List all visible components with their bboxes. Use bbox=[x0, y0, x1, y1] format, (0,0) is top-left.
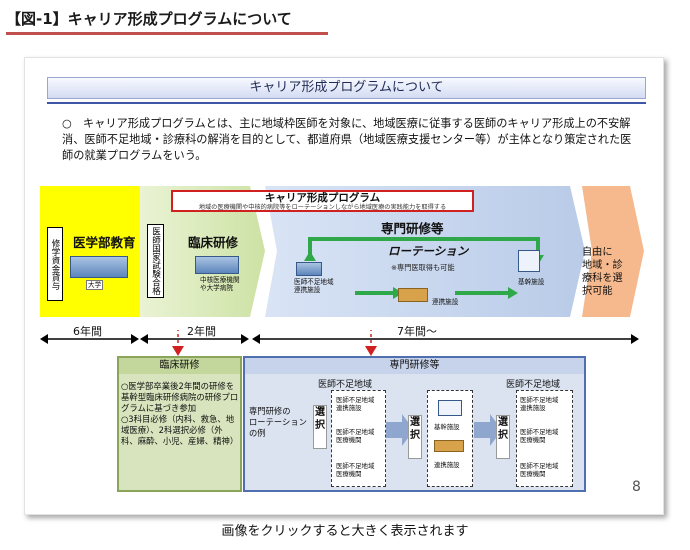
area-label-1: 医師不足地域 bbox=[318, 380, 373, 390]
arrow-right-icon-1 bbox=[386, 414, 414, 446]
rotation-core-facility-label: 基幹施設 bbox=[518, 278, 545, 286]
slide-page-number: 8 bbox=[632, 479, 641, 495]
c2-partner-facility: 連携施設 bbox=[434, 461, 460, 469]
university-building-icon bbox=[70, 256, 128, 278]
duration-clinical: 2年間 bbox=[187, 325, 216, 338]
slide-title-rule bbox=[47, 102, 646, 104]
shortage-facility-icon bbox=[296, 262, 322, 276]
clinical-detail-heading: 臨床研修 bbox=[119, 358, 240, 374]
select-label-3: 選 択 bbox=[496, 415, 510, 459]
clinical-training-label: 臨床研修 bbox=[188, 235, 239, 250]
career-program-box: キャリア形成プログラム 地域の医療機関や中核的病院等をローテーションしながら地域… bbox=[171, 190, 474, 212]
medical-school-label: 医学部教育 bbox=[73, 235, 136, 250]
rotation-label: ローテーション bbox=[388, 244, 469, 258]
stage-free-band bbox=[582, 186, 644, 317]
partner-facility-icon-2 bbox=[434, 440, 464, 452]
core-facility-icon bbox=[518, 250, 540, 272]
university-label: 大学 bbox=[86, 280, 104, 290]
arrow-right-icon-2 bbox=[474, 414, 502, 446]
rotation-shortage-facility-label: 医師不足地域 連携施設 bbox=[294, 278, 334, 294]
option-group-1 bbox=[331, 390, 386, 487]
scholarship-label: 修学資金貸与 bbox=[47, 227, 63, 301]
specialist-detail-heading: 専門研修等 bbox=[245, 358, 584, 374]
c3-shortage-institution-1: 医師不足地域 医療機関 bbox=[520, 428, 559, 444]
clinical-detail-body: ○医学部卒業後2年間の研修を基幹型臨床研修病院の研修プログラムに基づき参加 ○3… bbox=[121, 381, 239, 446]
career-program-title: キャリア形成プログラム bbox=[264, 192, 381, 204]
c3-shortage-facility: 医師不足地域 連携施設 bbox=[520, 396, 559, 412]
select-label-1: 選 択 bbox=[313, 405, 327, 449]
duration-school: 6年間 bbox=[73, 325, 102, 338]
rotation-example-label: 専門研修の ローテーション の例 bbox=[249, 406, 307, 438]
rotation-partner-facility-label: 連携施設 bbox=[432, 298, 459, 306]
free-choice-text: 自由に 地域・診 療科を選 択可能 bbox=[582, 247, 623, 297]
page-heading: 【図-1】キャリア形成プログラムについて bbox=[6, 10, 292, 28]
area-label-2: 医師不足地域 bbox=[506, 380, 561, 390]
c1-shortage-facility: 医師不足地域 連携施設 bbox=[336, 396, 375, 412]
specialist-training-label: 専門研修等 bbox=[381, 221, 444, 236]
stage-specialist-band bbox=[265, 186, 585, 317]
career-program-subtitle: 地域の医療機関や中核的病院等をローテーションしながら地域医療の実践能力を取得する bbox=[198, 204, 447, 211]
heading-underline bbox=[6, 32, 328, 35]
option-group-3 bbox=[516, 390, 573, 487]
duration-arrows bbox=[40, 330, 639, 350]
stage-clinical-band bbox=[140, 186, 265, 317]
enlarge-caption[interactable]: 画像をクリックすると大きく表示されます bbox=[221, 524, 469, 539]
hospital-building-icon bbox=[195, 256, 239, 274]
program-description: ○ キャリア形成プログラムとは、主に地域枠医師を対象に、地域医療に従事する医師の… bbox=[62, 117, 632, 162]
rotation-note: ※専門医取得も可能 bbox=[391, 263, 455, 272]
partner-facility-icon bbox=[398, 288, 428, 302]
detail-pointer-arrows bbox=[172, 346, 377, 356]
c1-shortage-institution-1: 医師不足地域 医療機関 bbox=[336, 428, 375, 444]
clinical-detail-panel bbox=[117, 356, 242, 492]
c1-shortage-institution-2: 医師不足地域 医療機関 bbox=[336, 462, 375, 478]
c3-shortage-institution-2: 医師不足地域 医療機関 bbox=[520, 462, 559, 478]
national-exam-label: 医師国家試験合格 bbox=[147, 224, 164, 298]
c2-core-facility: 基幹施設 bbox=[434, 423, 460, 431]
core-facility-icon-2 bbox=[438, 400, 462, 416]
select-label-2: 選 択 bbox=[408, 415, 422, 459]
clinical-facility-label: 中核医療機関 や大学病院 bbox=[200, 276, 240, 292]
slide-title: キャリア形成プログラムについて bbox=[47, 77, 646, 99]
duration-specialist: 7年間〜 bbox=[397, 325, 437, 338]
